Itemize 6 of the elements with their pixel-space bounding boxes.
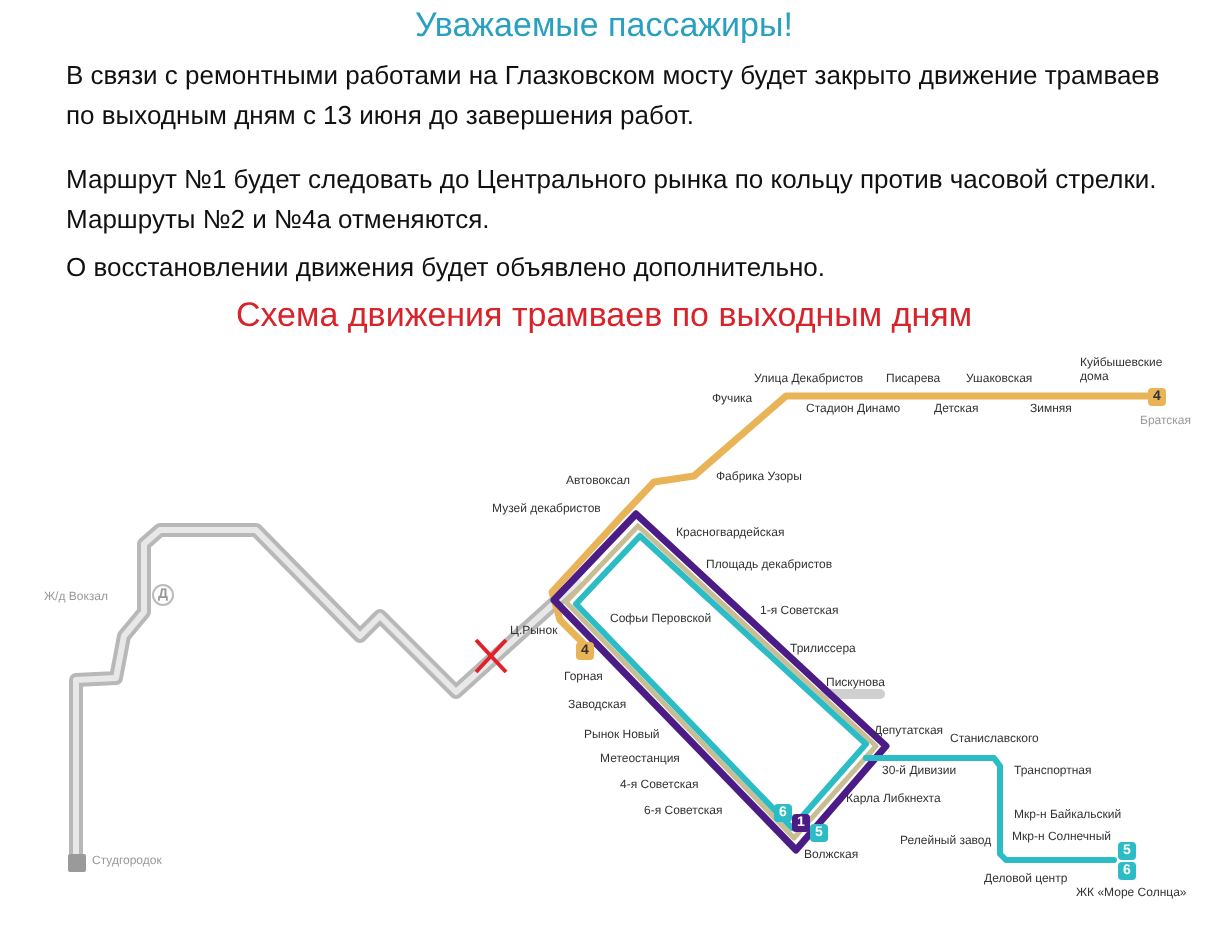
notice-text: О восстановлении движения будет объявлено дополнительно.: [66, 250, 828, 286]
notice-text: В связи с ремонтными работами на Глазковском мосту будет закрыто движение трамваев по выходным дням с 13 июня до завершения работ.: [66, 58, 1162, 134]
notice-text: Маршрут №1 будет следовать до Центрального рынка по кольцу против часовой стрелки.: [66, 162, 1159, 198]
notice-title: Уважаемые пассажиры!: [413, 6, 795, 46]
map-heading: Схема движения трамваев по выходным дням: [233, 296, 975, 336]
notice-text: Маршруты №2 и №4а отменяются.: [66, 202, 492, 238]
